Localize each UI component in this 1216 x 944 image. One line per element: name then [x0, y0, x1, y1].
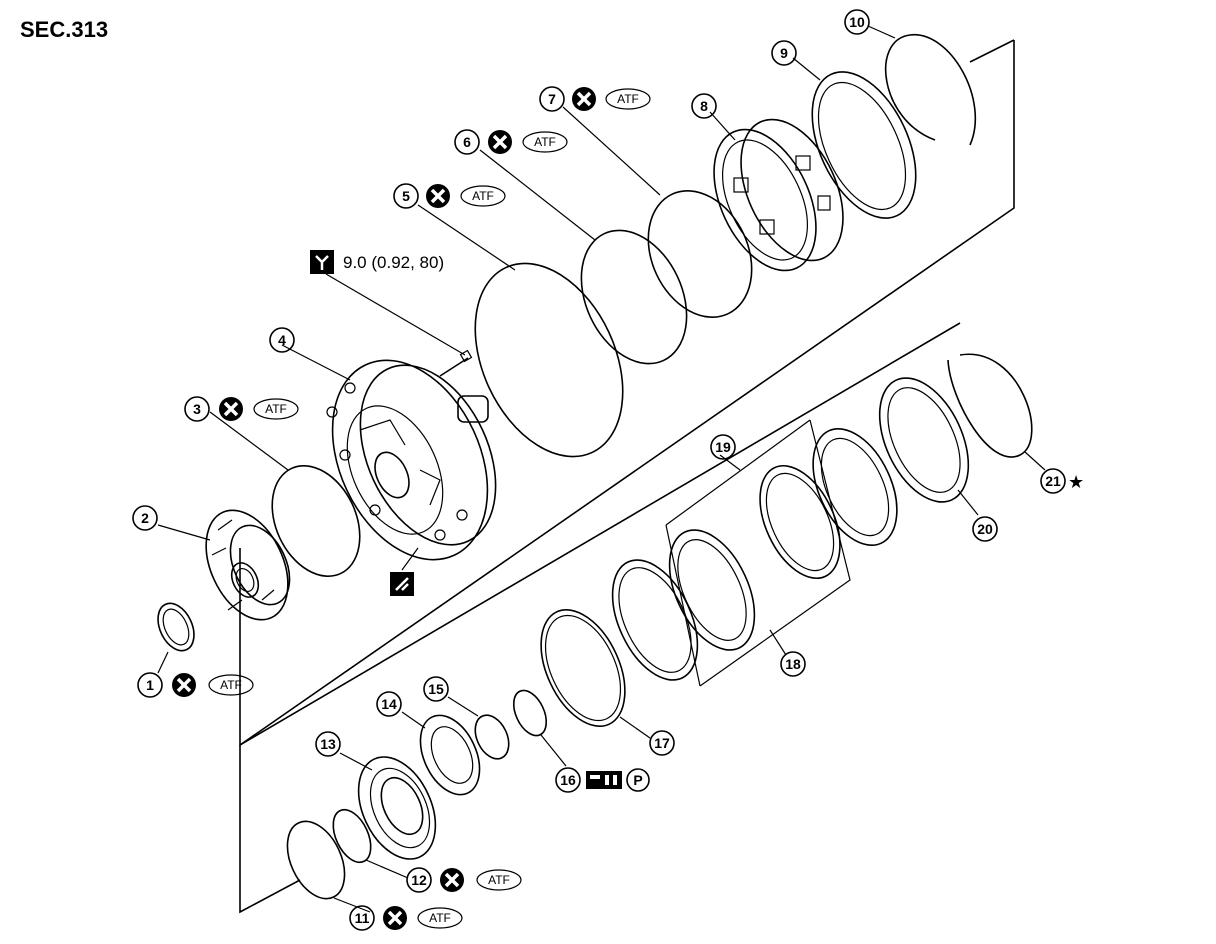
atf-badge-1: ATF	[208, 674, 254, 696]
replace-icon-3	[219, 397, 243, 421]
svg-text:13: 13	[320, 736, 336, 752]
petroleum-jelly-icon: P	[626, 768, 650, 792]
pump-bolt	[439, 349, 473, 377]
svg-text:15: 15	[428, 681, 444, 697]
replace-icon-11	[383, 906, 407, 930]
section-label: SEC.313	[20, 17, 108, 42]
svg-text:19: 19	[715, 439, 731, 455]
part-8-clutch-drum	[713, 118, 844, 272]
callout-1: 1	[137, 672, 163, 698]
part-13-seal-plate	[357, 756, 437, 860]
replace-icon-5	[426, 184, 450, 208]
callout-10: 10	[844, 9, 870, 35]
part-1-oil-seal	[157, 602, 195, 652]
callout-15: 15	[423, 676, 449, 702]
replace-icon-12	[440, 868, 464, 892]
replace-icon-1	[172, 673, 196, 697]
svg-text:18: 18	[785, 656, 801, 672]
svg-text:ATF: ATF	[488, 873, 510, 887]
callout-20: 20	[972, 516, 998, 542]
callout-18: 18	[780, 651, 806, 677]
callout-4: 4	[269, 327, 295, 353]
torque-spec: 9.0 (0.92, 80)	[343, 253, 444, 272]
svg-text:ATF: ATF	[429, 911, 451, 925]
atf-badge-12: ATF	[476, 869, 522, 891]
upper-frame	[239, 40, 1015, 746]
callout-21: 21	[1040, 468, 1066, 494]
callout-17: 17	[649, 730, 675, 756]
callout-19: 19	[710, 434, 736, 460]
lower-bracket	[239, 745, 301, 914]
svg-text:7: 7	[548, 91, 556, 107]
part-5-o-ring	[474, 262, 624, 458]
part-16-o-ring	[512, 689, 548, 737]
callout-14: 14	[376, 691, 402, 717]
part-3-o-ring	[271, 464, 361, 578]
svg-text:P: P	[633, 772, 642, 788]
replace-icon-7	[572, 87, 596, 111]
callout-9: 9	[771, 40, 797, 66]
callout-7: 7	[539, 86, 565, 112]
svg-text:2: 2	[141, 510, 149, 526]
callout-8: 8	[691, 93, 717, 119]
part-20-retaining-plate	[878, 377, 970, 503]
callout-5: 5	[393, 183, 419, 209]
atf-badge-5: ATF	[460, 185, 506, 207]
part-17-dish-plate	[540, 608, 626, 728]
svg-text:21: 21	[1045, 473, 1061, 489]
svg-text:9: 9	[780, 45, 788, 61]
atf-badge-7: ATF	[605, 88, 651, 110]
grease-icon	[586, 771, 622, 789]
torque-wrench-icon	[310, 250, 334, 274]
callout-3: 3	[184, 396, 210, 422]
svg-text:11: 11	[355, 910, 370, 926]
callout-16: 16	[555, 767, 581, 793]
svg-text:ATF: ATF	[617, 92, 639, 106]
atf-badge-11: ATF	[417, 907, 463, 929]
svg-text:3: 3	[193, 401, 201, 417]
svg-text:ATF: ATF	[265, 402, 287, 416]
part-14-spring-retainer	[419, 714, 481, 796]
svg-text:8: 8	[700, 98, 708, 114]
callout-12: 12	[406, 867, 432, 893]
svg-text:ATF: ATF	[472, 189, 494, 203]
upper-bracket	[239, 322, 961, 747]
svg-text:6: 6	[463, 134, 471, 150]
svg-text:5: 5	[402, 188, 410, 204]
svg-text:16: 16	[560, 772, 576, 788]
svg-text:4: 4	[278, 332, 286, 348]
star-symbol: ★	[1068, 472, 1084, 492]
svg-text:14: 14	[381, 696, 397, 712]
svg-text:20: 20	[977, 521, 993, 537]
upper-frame-top	[969, 39, 1015, 63]
svg-text:1: 1	[146, 677, 154, 693]
svg-text:17: 17	[654, 735, 670, 751]
part-2-pump-cover	[205, 509, 291, 621]
svg-text:ATF: ATF	[220, 678, 242, 692]
part-9-snap-ring-plate	[811, 71, 917, 219]
part-21-snap-ring	[947, 353, 1033, 458]
atf-badge-3: ATF	[253, 398, 299, 420]
part-15-snap-ring	[474, 714, 510, 760]
callout-13: 13	[315, 731, 341, 757]
svg-text:ATF: ATF	[534, 135, 556, 149]
svg-text:10: 10	[849, 14, 865, 30]
callout-6: 6	[454, 129, 480, 155]
atf-badge-6: ATF	[522, 131, 568, 153]
part-6-o-ring	[580, 229, 688, 365]
replace-icon-6	[488, 130, 512, 154]
bracket-18-bottom	[699, 419, 851, 687]
bracket-19-top	[665, 419, 811, 526]
part-19-driven-plates	[668, 427, 898, 651]
part-10-snap-ring	[884, 34, 976, 146]
part-4-oil-pump-housing	[326, 359, 497, 561]
part-11-o-ring	[286, 820, 346, 900]
callout-11: 11	[349, 905, 375, 931]
svg-text:12: 12	[411, 872, 427, 888]
sealant-icon	[390, 572, 414, 596]
part-12-o-ring	[332, 808, 372, 864]
callout-2: 2	[132, 505, 158, 531]
